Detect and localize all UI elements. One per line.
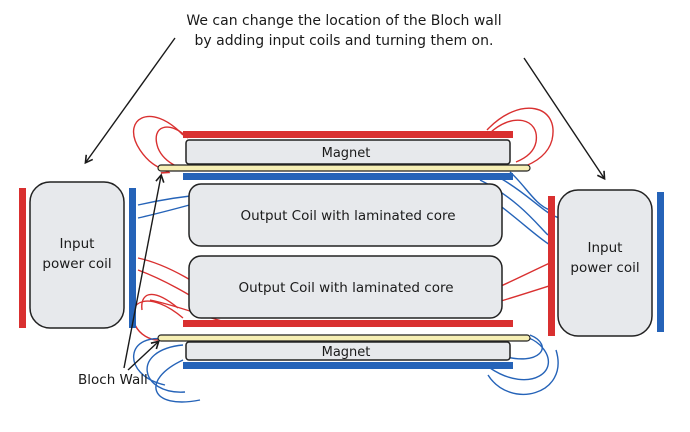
right-input-coil [557, 189, 653, 337]
right-coil-red-pole [548, 196, 555, 336]
top-magnet-red-pole [183, 131, 513, 138]
field-line-red [155, 126, 189, 167]
top-magnet-label: Magnet [322, 146, 371, 161]
field-line-red [149, 299, 226, 323]
bottom-magnet-red-pole [183, 320, 513, 327]
left-input-coil [29, 181, 125, 329]
field-line-blue [146, 344, 186, 393]
bloch-wall-arrow-top [123, 173, 165, 369]
field-line-blue [155, 359, 201, 403]
annotation-line-1: We can change the location of the Bloch … [186, 13, 501, 29]
bloch-wall-label: Bloch Wall [78, 372, 148, 388]
annotation-arrow-right [523, 57, 606, 181]
left-coil-red-pole [19, 188, 26, 328]
bottom-magnet-body [185, 341, 511, 361]
lower-output-coil [188, 255, 503, 319]
field-line-red [486, 107, 554, 169]
upper-output-coil-label: Output Coil with laminated core [240, 208, 455, 224]
field-line-red [133, 115, 184, 174]
bottom-magnet-blue-pole [183, 362, 513, 369]
upper-output-coil [188, 183, 503, 247]
right-input-coil-label-1: Input [588, 240, 623, 256]
field-line-red [489, 119, 537, 163]
top-magnet-body [185, 139, 511, 165]
right-coil-blue-pole [657, 192, 664, 332]
top-magnet-blue-pole [183, 173, 513, 180]
field-line-blue [509, 171, 551, 211]
field-line-blue [499, 334, 543, 360]
bloch-wall-arrow-bottom [127, 340, 160, 371]
annotation-arrow-left [84, 37, 176, 165]
right-input-coil-label-2: power coil [570, 260, 639, 276]
left-input-coil-label-2: power coil [42, 256, 111, 272]
field-line-blue [499, 177, 561, 219]
left-coil-blue-pole [129, 188, 136, 328]
annotation-line-2: by adding input coils and turning them o… [195, 33, 494, 49]
bottom-magnet-label: Magnet [322, 345, 371, 360]
lower-output-coil-label: Output Coil with laminated core [238, 280, 453, 296]
left-input-coil-label-1: Input [60, 236, 95, 252]
top-bloch-wall-strip [157, 164, 531, 172]
field-line-blue [487, 349, 559, 396]
bottom-bloch-wall-strip [157, 334, 531, 342]
field-line-blue [133, 337, 171, 386]
field-line-red [141, 293, 179, 311]
